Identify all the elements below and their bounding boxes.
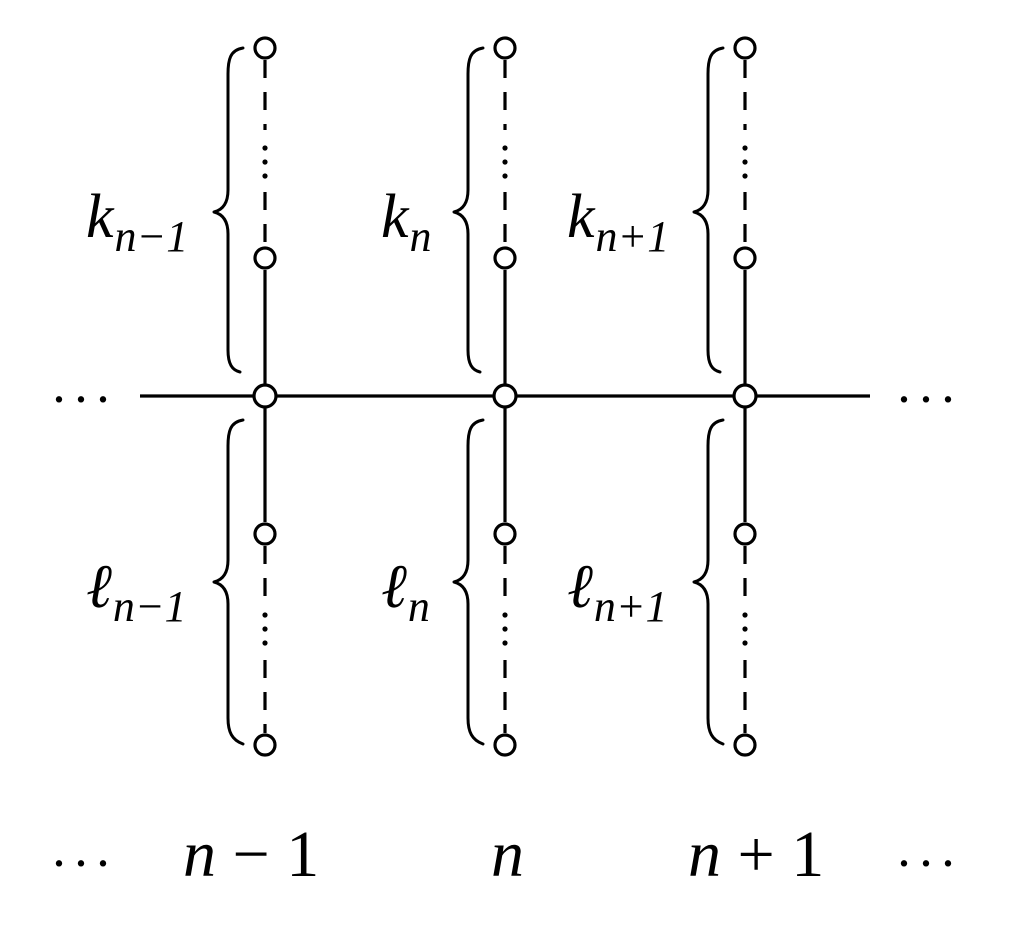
label-subscript: n+1 — [593, 582, 668, 631]
vertex-lower — [493, 522, 517, 546]
axis-var: n — [491, 818, 524, 891]
axis-label-n-plus-1: n + 1 — [688, 822, 824, 888]
label-main: ℓ — [381, 553, 407, 621]
vertex-center — [252, 383, 278, 409]
label-subscript: n+1 — [595, 212, 670, 261]
bottom-right-ellipsis: ··· — [895, 833, 961, 893]
left-ellipsis: ··· — [50, 369, 116, 429]
bottom-left-ellipsis: ··· — [50, 833, 116, 893]
axis-var: n — [688, 818, 721, 891]
label-l-n-plus-1: ℓn+1 — [567, 556, 668, 629]
column-n — [452, 36, 518, 757]
axis-op: − 1 — [232, 818, 320, 891]
upper-brace — [692, 46, 725, 374]
lower-brace — [692, 418, 725, 746]
label-main: ℓ — [86, 553, 112, 621]
vertex-bottom — [493, 733, 517, 757]
vertex-upper — [493, 246, 517, 270]
label-l-n: ℓn — [381, 556, 430, 629]
vertex-upper — [733, 246, 757, 270]
vertex-center — [492, 383, 518, 409]
vertex-bottom — [733, 733, 757, 757]
label-l-n-minus-1: ℓn−1 — [86, 556, 187, 629]
lower-vertical-dots — [262, 612, 268, 646]
column-n-plus-1 — [692, 36, 758, 757]
upper-brace — [212, 46, 245, 374]
right-ellipsis: ··· — [895, 369, 961, 429]
label-main: k — [567, 183, 595, 251]
label-k-n-minus-1: kn−1 — [86, 186, 188, 259]
label-k-n-plus-1: kn+1 — [567, 186, 669, 259]
label-subscript: n — [409, 212, 432, 261]
vertex-lower — [733, 522, 757, 546]
label-main: k — [381, 183, 409, 251]
vertex-lower — [253, 522, 277, 546]
vertex-center — [732, 383, 758, 409]
label-k-n: kn — [381, 186, 432, 259]
column-n-minus-1 — [212, 36, 278, 757]
vertex-top — [733, 36, 757, 60]
lower-brace — [212, 418, 245, 746]
axis-label-n-minus-1: n − 1 — [183, 822, 319, 888]
label-main: k — [86, 183, 114, 251]
upper-vertical-dots — [262, 145, 268, 179]
label-subscript: n−1 — [114, 212, 189, 261]
upper-brace — [452, 46, 485, 374]
vertex-upper — [253, 246, 277, 270]
lower-vertical-dots — [502, 612, 508, 646]
axis-var: n — [183, 818, 216, 891]
vertex-top — [253, 36, 277, 60]
label-subscript: n−1 — [112, 582, 187, 631]
label-subscript: n — [407, 582, 430, 631]
axis-op: + 1 — [737, 818, 825, 891]
lower-vertical-dots — [742, 612, 748, 646]
vertex-top — [493, 36, 517, 60]
vertex-bottom — [253, 733, 277, 757]
upper-vertical-dots — [502, 145, 508, 179]
lower-brace — [452, 418, 485, 746]
label-main: ℓ — [567, 553, 593, 621]
upper-vertical-dots — [742, 145, 748, 179]
axis-label-n: n — [491, 822, 524, 888]
